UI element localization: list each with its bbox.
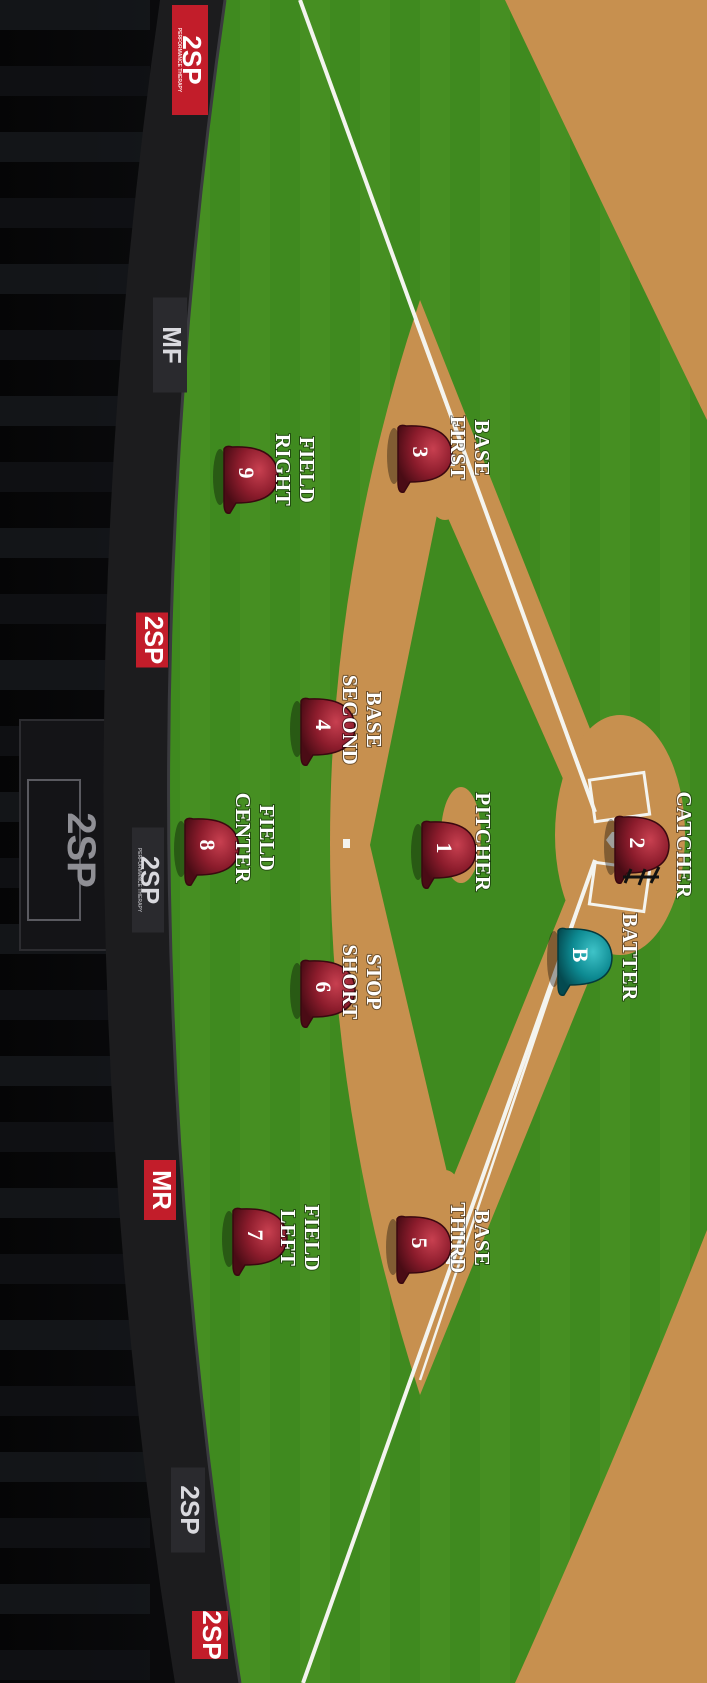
position-number: 1 (432, 843, 457, 854)
fielder-helmet-icon (397, 424, 453, 494)
position-label-line: FIELD (255, 805, 279, 872)
first-base-foul-line-inner (413, 319, 590, 791)
position-4[interactable]: 4 (290, 697, 356, 767)
crowd-row (0, 264, 150, 294)
position-number: B (568, 948, 593, 963)
position-3[interactable]: 3 (387, 424, 453, 494)
scoreboard-logo: 2SP (59, 812, 103, 888)
position-label-line: CATCHER (672, 792, 696, 899)
outfield-wall-top-edge (167, 0, 242, 1683)
crowd-row (0, 1518, 150, 1548)
position-label: CATCHER (671, 791, 697, 900)
position-label-line: FIRST (446, 416, 470, 480)
wall-ad-panel (192, 1611, 228, 1659)
position-1[interactable]: 1 (411, 820, 477, 890)
wall-ad-logo: 2SP (177, 35, 207, 84)
position-label-line: BASE (470, 1210, 494, 1267)
wall-ad-tagline: PERFORMANCE THERAPY (176, 28, 182, 93)
position-label-line: LEFT (276, 1210, 300, 1267)
scoreboard: 2SP (19, 719, 121, 951)
fielder-helmet-icon (396, 1215, 452, 1285)
wall-ad-logo: MR (147, 1170, 175, 1210)
wall-ad-panel (144, 1160, 176, 1220)
position-number: 2 (625, 838, 650, 849)
fielder-helmet-icon (232, 1207, 288, 1277)
position-label-line: CENTER (231, 793, 255, 884)
position-label-line: SHORT (338, 944, 362, 1019)
position-B[interactable]: B (547, 927, 613, 997)
crowd-row (0, 198, 150, 228)
crowd-row (0, 1650, 150, 1680)
position-6[interactable]: 6 (290, 959, 356, 1029)
fielder-helmet-icon (184, 817, 240, 887)
wall-ad-panel (136, 612, 168, 668)
position-number: 3 (408, 447, 433, 458)
wall-ad-logo: 2SP (139, 616, 167, 664)
wall-ad-logo: MF (157, 326, 187, 364)
crowd-row (0, 66, 150, 96)
position-label: PITCHER (470, 791, 496, 893)
foul-dirt-top (505, 0, 707, 420)
position-8[interactable]: 8 (174, 817, 240, 887)
catcher-mask-icon (623, 866, 661, 886)
wall-ad-panel (132, 827, 164, 933)
position-label-line: RIGHT (271, 434, 295, 507)
crowd-row (0, 1452, 150, 1482)
crowd-row (0, 0, 150, 30)
position-label-line: SECOND (338, 675, 362, 766)
position-label-line: STOP (362, 954, 386, 1010)
wall-ad-logo: 2SP (175, 1485, 205, 1534)
wall-ad-panel (153, 297, 187, 393)
wall-ad-panel (171, 1467, 205, 1553)
wall-ad-logo: 2SP (197, 1610, 227, 1659)
crowd-row (0, 1386, 150, 1416)
position-label-line: THIRD (446, 1202, 470, 1273)
position-number: 5 (407, 1238, 432, 1249)
batter-helmet-icon (557, 927, 613, 997)
crowd-row (0, 1584, 150, 1614)
crowd-row (0, 1320, 150, 1350)
position-label-line: BASE (470, 420, 494, 477)
wall-ad-logo: 2SP (135, 856, 163, 904)
position-label: BATTER (617, 912, 643, 1002)
second-base (343, 839, 350, 848)
position-label-line: PITCHER (471, 792, 495, 892)
fielder-helmet-icon (300, 959, 356, 1029)
position-number: 6 (311, 982, 336, 993)
position-label-line: FIELD (295, 437, 319, 504)
crowd-row (0, 132, 150, 162)
third-base-bag (446, 1255, 454, 1264)
position-5[interactable]: 5 (386, 1215, 452, 1285)
outfield-wall (103, 0, 240, 1683)
third-base-foul-line (301, 859, 597, 1683)
position-number: 9 (234, 468, 259, 479)
wall-ad-tagline: PERFORMANCE THERAPY (136, 848, 142, 913)
position-label-line: BASE (362, 692, 386, 749)
position-2[interactable]: 2 (604, 815, 670, 886)
position-9[interactable]: 9 (213, 445, 279, 515)
fielder-helmet-icon (223, 445, 279, 515)
foul-dirt-bottom (515, 1230, 707, 1683)
position-number: 4 (311, 720, 336, 731)
position-label-line: FIELD (300, 1205, 324, 1272)
position-7[interactable]: 7 (222, 1207, 288, 1277)
position-number: 7 (243, 1230, 268, 1241)
wall-ad-panel (172, 5, 208, 115)
position-number: 8 (195, 840, 220, 851)
fielder-helmet-icon (421, 820, 477, 890)
position-label-line: BATTER (618, 913, 642, 1001)
fielder-helmet-icon (300, 697, 356, 767)
